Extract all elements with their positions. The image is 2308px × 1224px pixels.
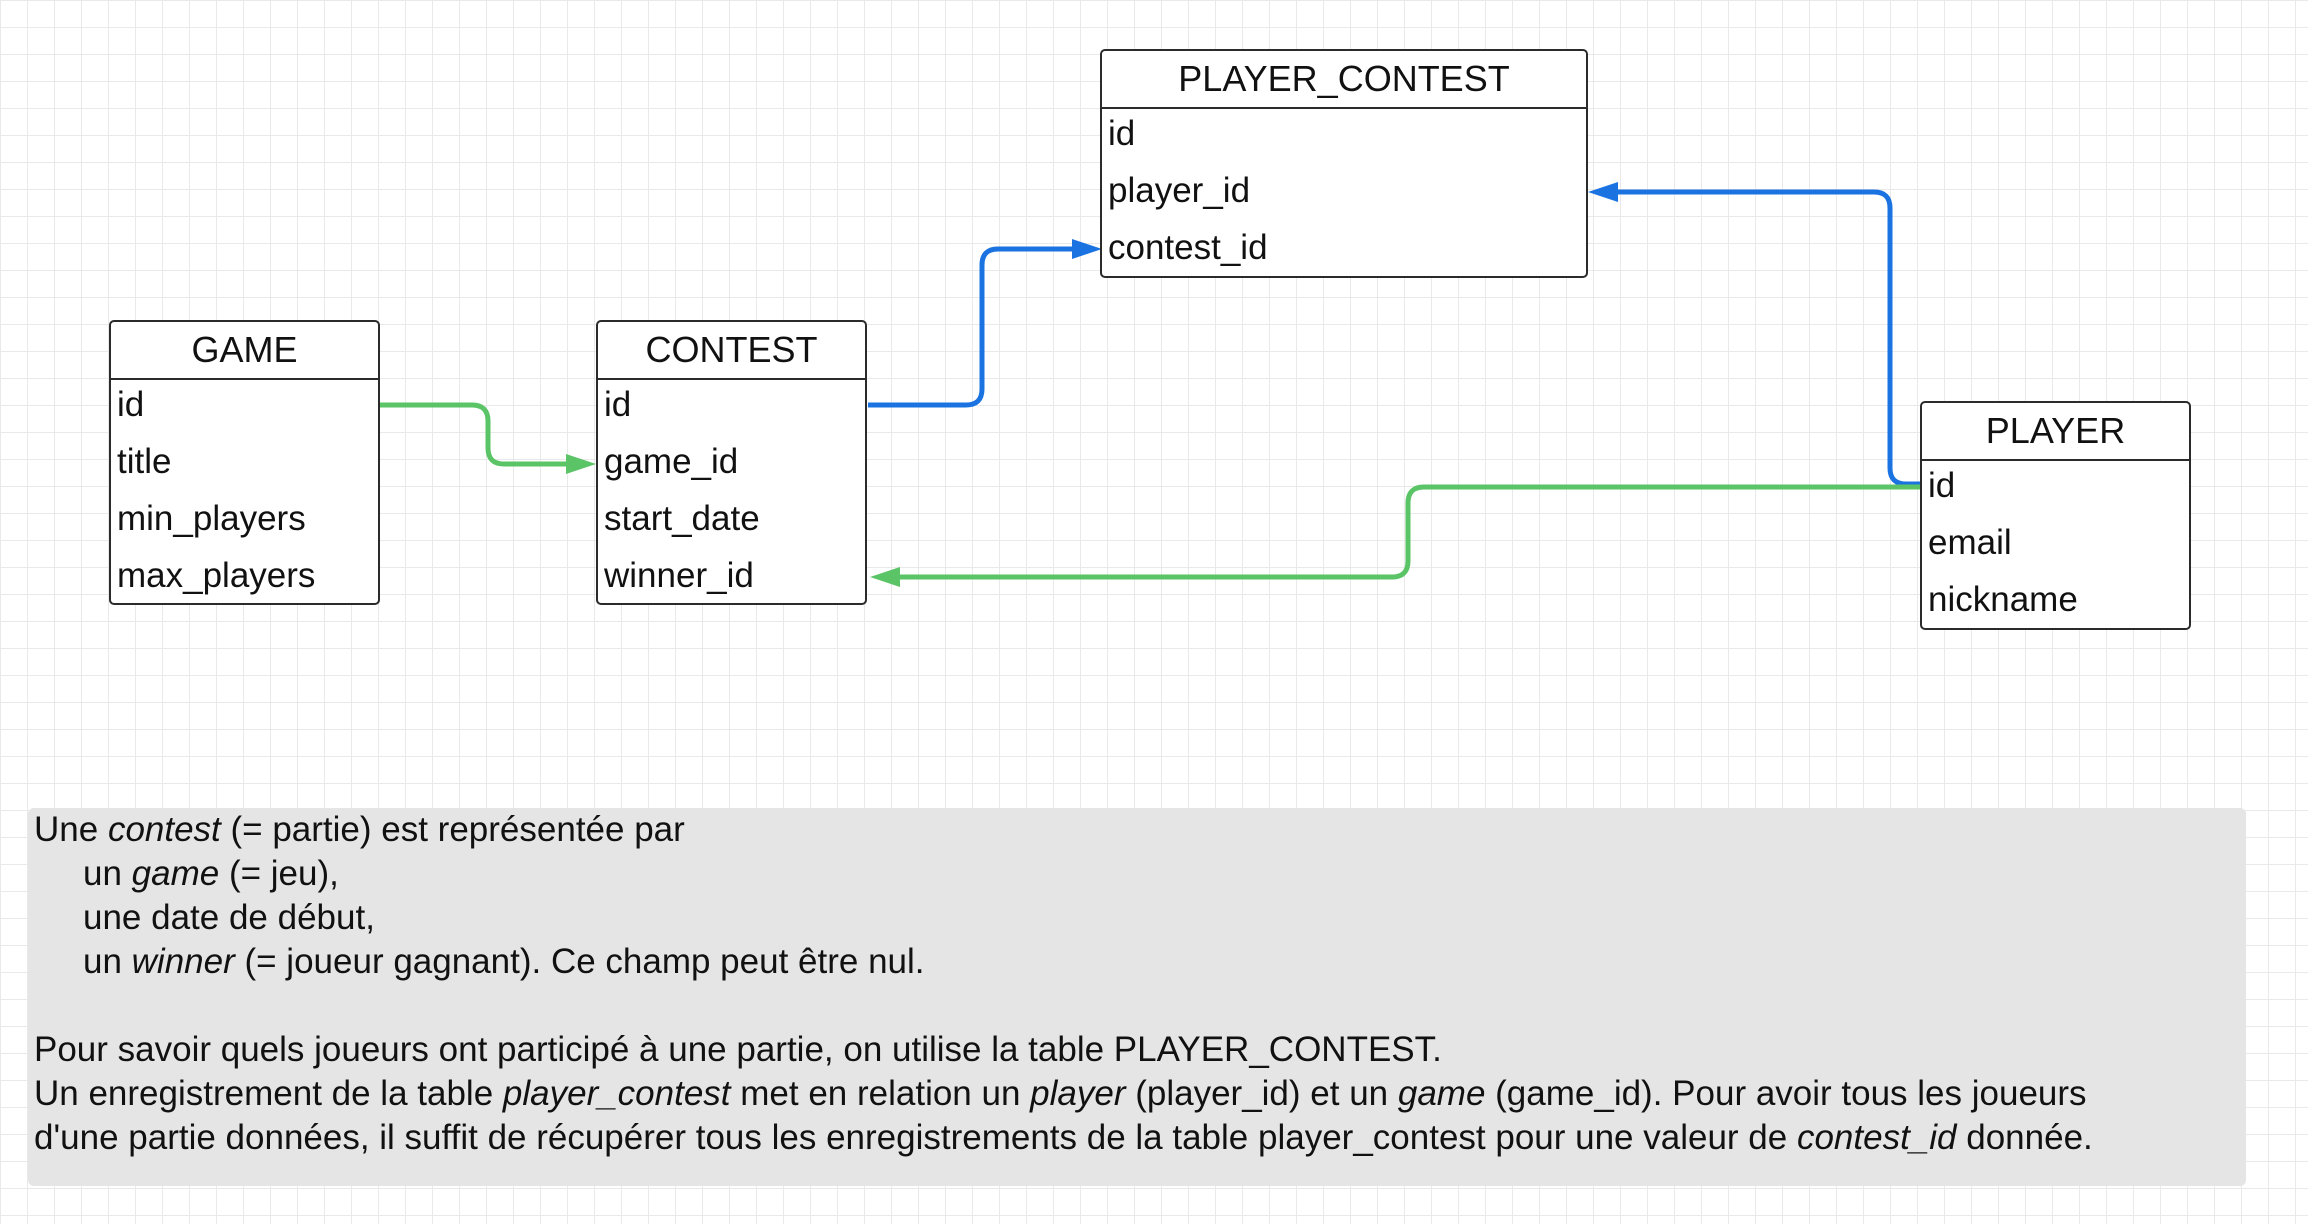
relation-player-id-to-player-contest-player-id[interactable] [1614, 189, 1922, 487]
field-player-id[interactable]: player_id [1108, 171, 1251, 210]
note-line: Un enregistrement de la table player_con… [34, 1074, 2087, 1113]
note-line: une date de début, [83, 898, 375, 937]
field-id[interactable]: id [1108, 114, 1136, 153]
entity-title: GAME [111, 322, 378, 380]
field-game-id[interactable]: game_id [604, 442, 739, 481]
relation-contest-id-to-player-contest-contest-id[interactable] [868, 246, 1076, 408]
note-spacer [34, 984, 2240, 1028]
field-title[interactable]: title [117, 442, 172, 481]
relation-player-id-to-contest-winner-id[interactable] [896, 484, 1922, 580]
arrowhead-contest-winner-id [870, 567, 900, 587]
note-line: Une contest (= partie) est représentée p… [34, 810, 685, 849]
field-min-players[interactable]: min_players [117, 499, 306, 538]
entity-title: PLAYER_CONTEST [1102, 51, 1586, 109]
entity-contest[interactable]: CONTEST id game_id start_date winner_id [596, 320, 867, 605]
note-line: un winner (= joueur gagnant). Ce champ p… [83, 942, 925, 981]
arrowhead-player-contest-player-id [1588, 182, 1618, 202]
entity-title: CONTEST [598, 322, 865, 380]
field-id[interactable]: id [604, 385, 632, 424]
field-start-date[interactable]: start_date [604, 499, 760, 538]
relation-game-id-to-contest-game-id[interactable] [378, 402, 570, 467]
field-id[interactable]: id [1928, 466, 1956, 505]
arrowhead-contest-game-id [566, 454, 596, 474]
entity-player[interactable]: PLAYER id email nickname [1920, 401, 2191, 630]
arrowhead-player-contest-contest-id [1072, 239, 1102, 259]
field-id[interactable]: id [117, 385, 145, 424]
entity-game[interactable]: GAME id title min_players max_players [109, 320, 380, 605]
field-contest-id[interactable]: contest_id [1108, 228, 1268, 267]
field-max-players[interactable]: max_players [117, 556, 316, 595]
field-winner-id[interactable]: winner_id [604, 556, 754, 595]
entity-player-contest[interactable]: PLAYER_CONTEST id player_id contest_id [1100, 49, 1588, 278]
description-note[interactable]: Une contest (= partie) est représentée p… [28, 808, 2246, 1186]
entity-title: PLAYER [1922, 403, 2189, 461]
field-email[interactable]: email [1928, 523, 2012, 562]
note-line: un game (= jeu), [83, 854, 339, 893]
note-line: Pour savoir quels joueurs ont participé … [34, 1030, 1442, 1069]
note-line: d'une partie données, il suffit de récup… [34, 1118, 2093, 1157]
field-nickname[interactable]: nickname [1928, 580, 2078, 619]
